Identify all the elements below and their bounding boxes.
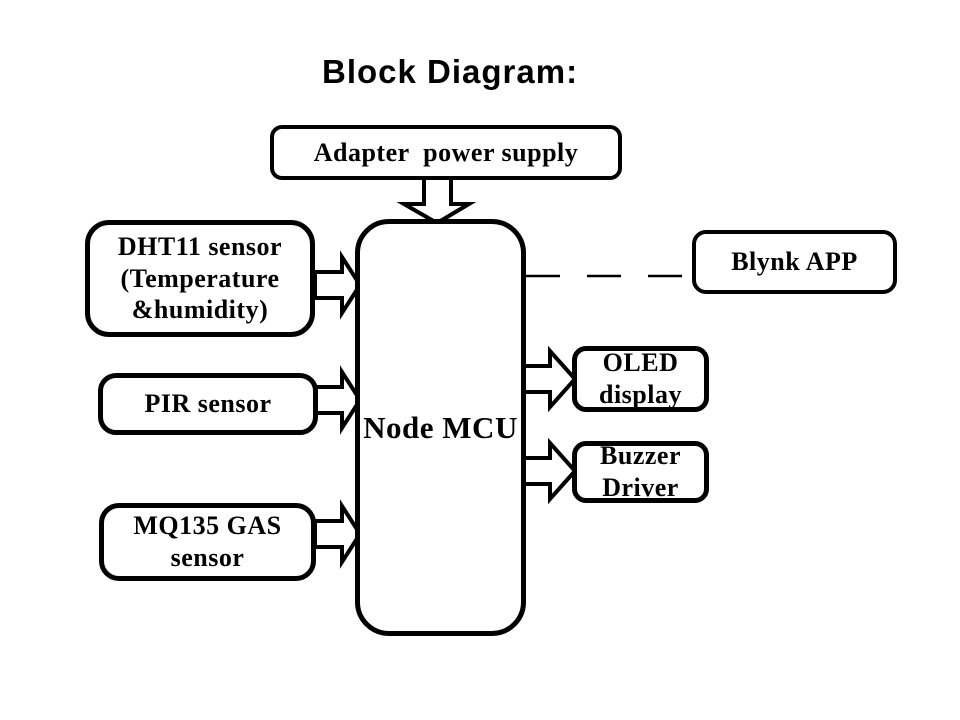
node-oled-label: OLED display [599, 348, 682, 409]
node-adapter-label: Adapter power supply [313, 137, 579, 167]
arrow-nodemcu-to-buzzer [521, 437, 578, 505]
node-nodemcu: Node MCU [355, 219, 526, 636]
node-dht11-sensor: DHT11 sensor (Temperature &humidity) [85, 220, 315, 337]
node-adapter-power-supply: Adapter power supply [270, 125, 622, 180]
node-dht11-label: DHT11 sensor (Temperature &humidity) [117, 231, 283, 325]
node-pir-label: PIR sensor [144, 389, 272, 419]
node-nodemcu-label: Node MCU [363, 409, 518, 445]
arrow-adapter-to-nodemcu [396, 174, 477, 226]
node-pir-sensor: PIR sensor [98, 373, 318, 435]
node-blynk-app: Blynk APP [692, 230, 897, 294]
node-buzzer-label: Buzzer Driver [600, 441, 681, 502]
node-mq135-label: MQ135 GAS sensor [133, 511, 282, 572]
arrow-mq135-to-nodemcu [313, 499, 363, 569]
node-buzzer-driver: Buzzer Driver [572, 441, 709, 503]
node-oled-display: OLED display [572, 346, 709, 412]
arrow-pir-to-nodemcu [313, 365, 363, 435]
node-mq135-gas-sensor: MQ135 GAS sensor [99, 503, 316, 581]
diagram-title: Block Diagram: [322, 53, 579, 90]
arrow-dht11-to-nodemcu [313, 250, 363, 320]
arrow-nodemcu-to-oled [521, 345, 578, 413]
node-blynk-label: Blynk APP [731, 247, 858, 277]
